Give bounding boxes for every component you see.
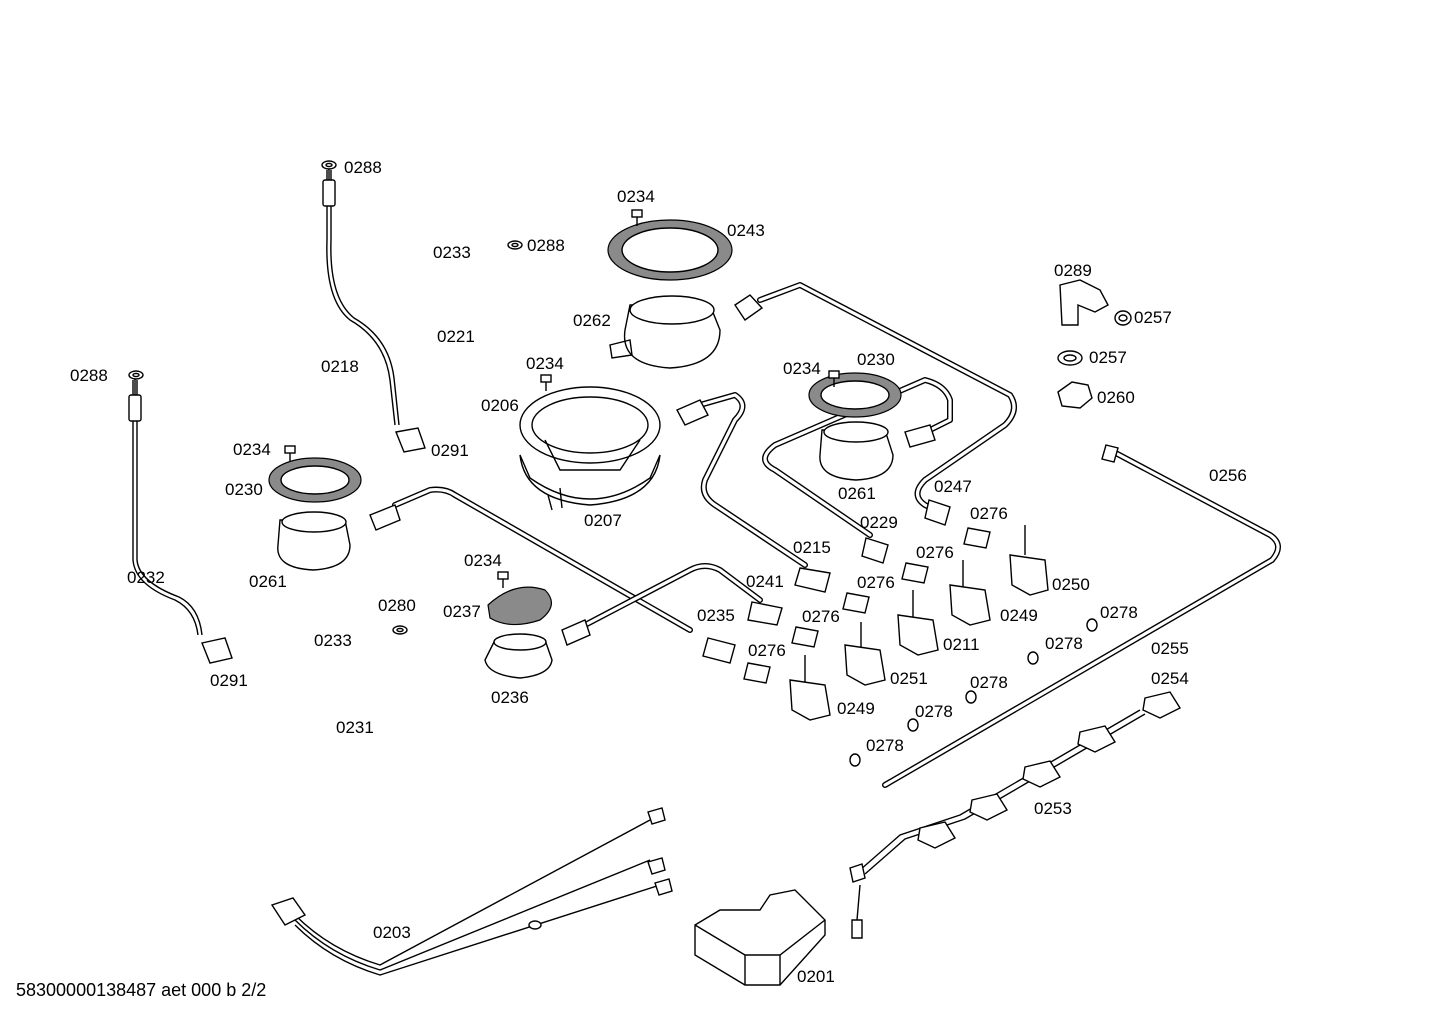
label-0289: 0289	[1054, 261, 1092, 280]
label-0233: 0233	[314, 631, 352, 650]
label-0215: 0215	[793, 538, 831, 557]
label-0262: 0262	[573, 311, 611, 330]
label-0231: 0231	[336, 718, 374, 737]
label-0276: 0276	[748, 641, 786, 660]
label-0251: 0251	[890, 669, 928, 688]
label-0276: 0276	[857, 573, 895, 592]
label-0243: 0243	[727, 221, 765, 240]
label-0247: 0247	[934, 477, 972, 496]
washers	[128, 160, 1132, 767]
label-0261: 0261	[249, 572, 287, 591]
label-0254: 0254	[1151, 669, 1189, 688]
label-0288: 0288	[70, 366, 108, 385]
label-0291: 0291	[431, 441, 469, 460]
label-0280: 0280	[378, 596, 416, 615]
spark-generator	[694, 889, 826, 986]
label-0206: 0206	[481, 396, 519, 415]
label-0288: 0288	[527, 236, 565, 255]
label-0256: 0256	[1209, 466, 1247, 485]
label-0221: 0221	[437, 327, 475, 346]
label-0278: 0278	[915, 702, 953, 721]
label-0234: 0234	[783, 359, 821, 378]
label-0261: 0261	[838, 484, 876, 503]
label-0249: 0249	[837, 699, 875, 718]
label-0232: 0232	[127, 568, 165, 587]
wiring-harness	[270, 807, 673, 976]
label-0201: 0201	[797, 967, 835, 986]
label-0235: 0235	[697, 606, 735, 625]
label-0253: 0253	[1034, 799, 1072, 818]
label-0236: 0236	[491, 688, 529, 707]
label-0203: 0203	[373, 923, 411, 942]
label-0211: 0211	[943, 635, 980, 654]
burner-parts	[268, 219, 902, 679]
label-0234: 0234	[233, 440, 271, 459]
document-id: 58300000138487 aet 000 b 2/2	[16, 980, 267, 1000]
label-0276: 0276	[802, 607, 840, 626]
gas-valves	[743, 525, 1049, 721]
label-0234: 0234	[617, 187, 655, 206]
part-labels: 0288 0234 0243 0233 0288 0262 0221 0218 …	[70, 158, 1247, 986]
label-0278: 0278	[970, 673, 1008, 692]
fittings	[201, 279, 1119, 664]
label-0237: 0237	[443, 602, 481, 621]
label-0257: 0257	[1089, 348, 1127, 367]
label-0207: 0207	[584, 511, 622, 530]
label-0276: 0276	[970, 504, 1008, 523]
label-0260: 0260	[1097, 388, 1135, 407]
screws	[284, 209, 840, 588]
label-0218: 0218	[321, 357, 359, 376]
label-0255: 0255	[1151, 639, 1189, 658]
label-0241: 0241	[746, 572, 784, 591]
ignition-switch-assembly	[849, 691, 1182, 939]
label-0233: 0233	[433, 243, 471, 262]
label-0257: 0257	[1134, 308, 1172, 327]
label-0276: 0276	[916, 543, 954, 562]
label-0234: 0234	[464, 551, 502, 570]
label-0278: 0278	[1100, 603, 1138, 622]
label-0234: 0234	[526, 354, 564, 373]
label-0230: 0230	[225, 480, 263, 499]
label-0249: 0249	[1000, 606, 1038, 625]
label-0230: 0230	[857, 350, 895, 369]
thermocouple-leads	[128, 166, 400, 636]
gas-pipes	[392, 282, 1281, 788]
label-0250: 0250	[1052, 575, 1090, 594]
label-0288: 0288	[344, 158, 382, 177]
label-0278: 0278	[866, 736, 904, 755]
label-0291: 0291	[210, 671, 248, 690]
label-0278: 0278	[1045, 634, 1083, 653]
label-0229: 0229	[860, 513, 898, 532]
